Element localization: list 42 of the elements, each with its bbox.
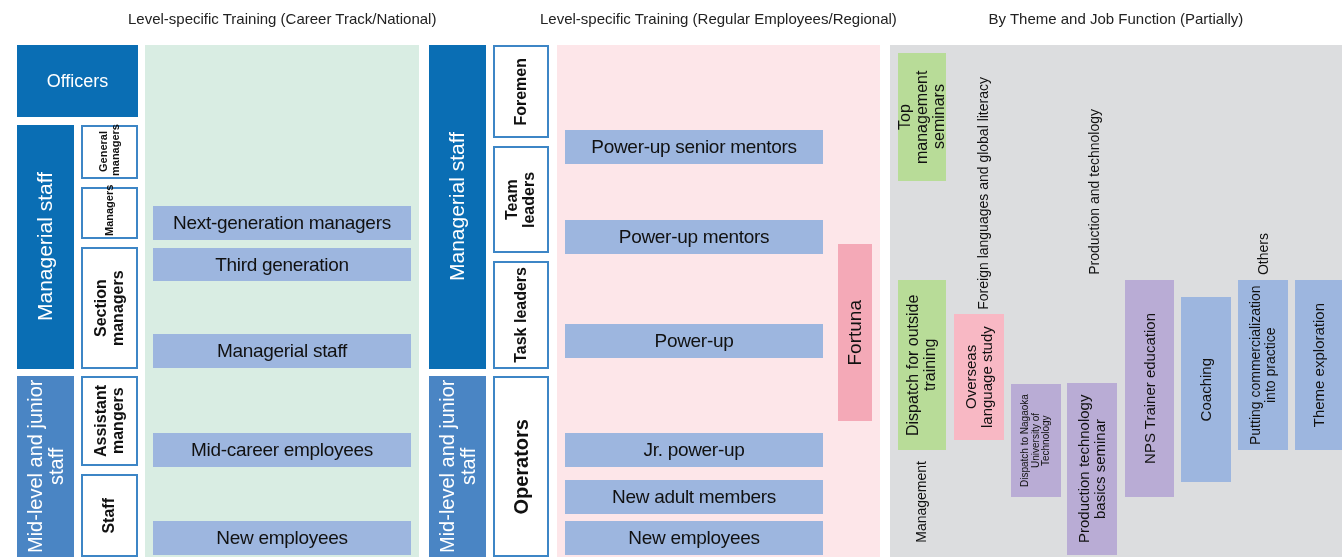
program-box: Jr. power-up [565, 433, 823, 467]
level-box: Team leaders [493, 146, 549, 253]
program-box: Dispatch to Nagaoka University of Technology [1011, 384, 1061, 497]
program-box: Managerial staff [153, 334, 411, 368]
level-box: Section managers [81, 247, 138, 369]
program-box: Coaching [1181, 297, 1231, 482]
level-box: Task leaders [493, 261, 549, 369]
level-box: Managerial staff [429, 45, 486, 369]
level-box: Mid-level and junior staff [429, 376, 486, 557]
program-box: Mid-career employees [153, 433, 411, 467]
category-label: Others [1255, 233, 1271, 275]
category-label: Management [913, 461, 929, 543]
column-heading: Level-specific Training (Regular Employees/Regional) [540, 10, 897, 27]
level-box: Mid-level and junior staff [17, 376, 74, 557]
program-box: Fortuna [838, 244, 872, 421]
program-box: Next-generation managers [153, 206, 411, 240]
level-box: Staff [81, 474, 138, 557]
column-heading: By Theme and Job Function (Partially) [988, 10, 1244, 27]
category-label: Foreign languages and global literacy [975, 77, 991, 310]
level-box: Managers [81, 187, 138, 239]
level-box: Foremen [493, 45, 549, 138]
program-box: Power-up mentors [565, 220, 823, 254]
program-box: Top management seminars [898, 53, 946, 181]
program-box: Putting commercialization into practice [1238, 280, 1288, 450]
program-box: New adult members [565, 480, 823, 514]
program-box: Power-up [565, 324, 823, 358]
level-box: Managerial staff [17, 125, 74, 369]
program-box: Power-up senior mentors [565, 130, 823, 164]
level-box: Operators [493, 376, 549, 557]
level-box: General managers [81, 125, 138, 179]
program-box: Production technology basics seminar [1067, 383, 1117, 555]
program-box: Overseas language study [954, 314, 1004, 440]
category-label: Production and technology [1086, 109, 1102, 275]
program-box: Third generation [153, 248, 411, 281]
program-box: Theme exploration [1295, 280, 1342, 450]
program-box: NPS Trainer education [1125, 280, 1174, 497]
level-box: Assistant mangers [81, 376, 138, 466]
program-box: New employees [565, 521, 823, 555]
program-box: New employees [153, 521, 411, 555]
level-box: Officers [17, 45, 138, 117]
program-box: Dispatch for outside training [898, 280, 946, 450]
column-heading: Level-specific Training (Career Track/National) [128, 10, 437, 27]
